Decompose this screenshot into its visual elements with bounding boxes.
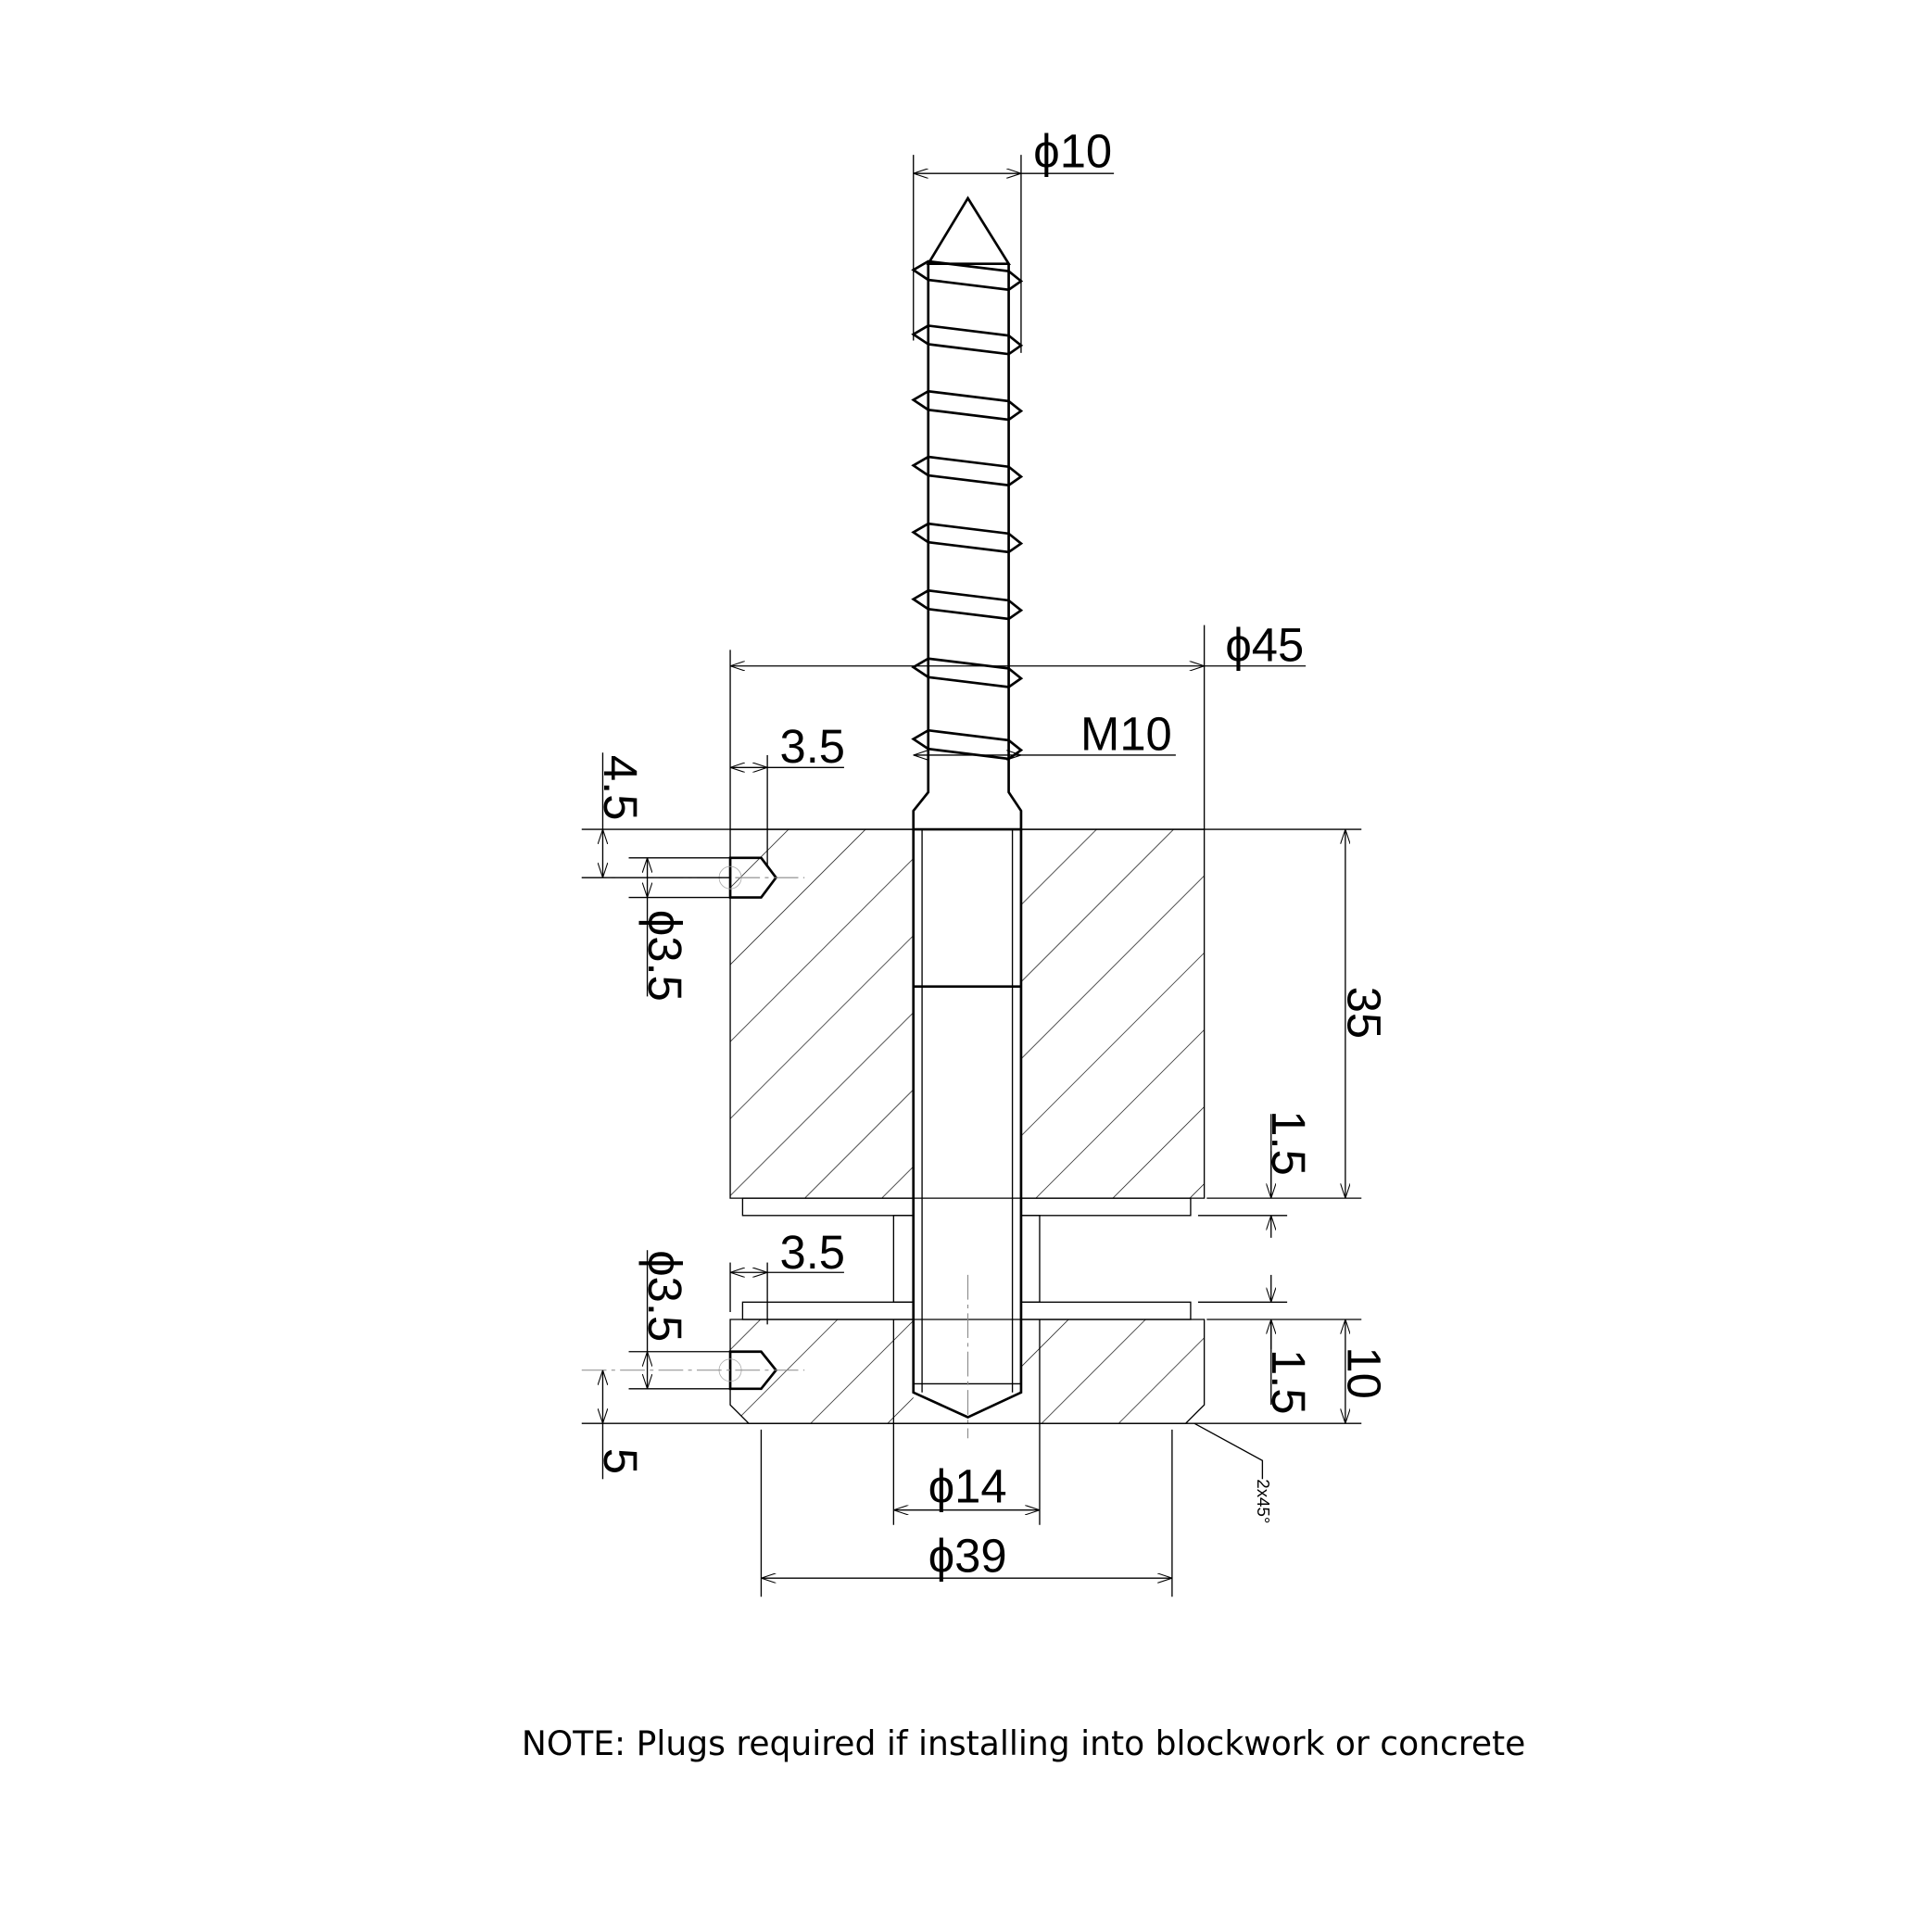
dim-lower-pin-diameter: ϕ3.5 (638, 1250, 691, 1342)
upper-pin-hole (728, 856, 778, 899)
dim-body-diameter: ϕ45 (1225, 618, 1304, 671)
lower-block (718, 1319, 1206, 1424)
dim-screw-diameter: ϕ10 (1033, 124, 1112, 177)
dim-base-height: 10 (1338, 1346, 1391, 1398)
dim-lower-washer: 1.5 (1262, 1349, 1315, 1415)
dim-lower-pin-offset: 3.5 (779, 1226, 845, 1279)
lower-pin-hole (728, 1350, 778, 1391)
screw-shank (927, 263, 1010, 774)
installation-note: NOTE: Plugs required if installing into … (522, 1724, 1525, 1763)
screw-thread (911, 324, 1024, 356)
dim-upper-pin-depth: 4.5 (594, 755, 647, 821)
dim-chamfer: 2x45° (1254, 1479, 1273, 1523)
screw-thread (911, 522, 1024, 554)
dim-body-height: 35 (1338, 987, 1391, 1039)
dim-thread: M10 (1080, 708, 1172, 761)
screw-thread (911, 588, 1024, 621)
screw-thread (911, 259, 1024, 292)
dim-upper-pin-offset: 3.5 (779, 720, 845, 773)
dim-upper-washer: 1.5 (1262, 1110, 1315, 1176)
dim-upper-pin-diameter: ϕ3.5 (638, 910, 691, 1002)
screw-tip (926, 196, 1011, 266)
extension-lines (581, 155, 1362, 1597)
dim-base-diameter: ϕ39 (928, 1529, 1007, 1582)
screw (911, 196, 1024, 1419)
upper-block (718, 828, 1206, 1199)
screw-thread (911, 389, 1024, 422)
screw-thread (911, 455, 1024, 487)
dimension-lines (602, 173, 1345, 1578)
screw-thread (911, 657, 1024, 688)
dim-lower-pin-depth: 5 (594, 1448, 647, 1474)
dim-sleeve-diameter: ϕ14 (928, 1460, 1007, 1513)
